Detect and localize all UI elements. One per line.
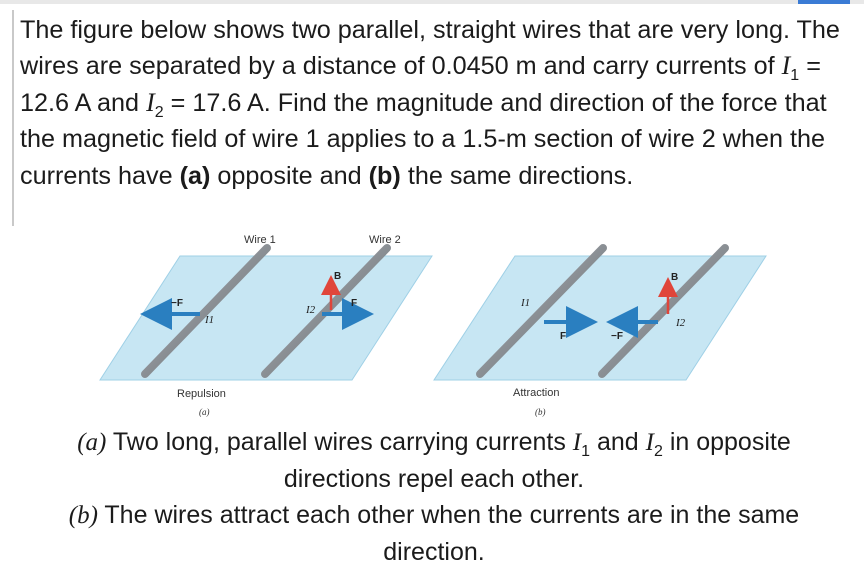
caption-a-label: (a) (77, 429, 107, 456)
current-i1-value: = 12.6 A and (20, 52, 821, 117)
panel-b-neg-force-label: −F (611, 331, 623, 342)
panel-b: F −F B I1 I2 Attraction (b) (433, 244, 767, 417)
panel-a-plane (99, 255, 433, 381)
panel-b-current2-label: I2 (675, 317, 686, 329)
problem-intro: The figure below shows two parallel, str… (20, 16, 840, 81)
top-rule (0, 0, 864, 4)
panel-a-current1-label: I1 (204, 314, 214, 326)
caption-line1: Two long, parallel wires carrying curren… (106, 428, 573, 456)
problem-text: The figure below shows two parallel, str… (20, 12, 850, 194)
panel-b-wire1 (476, 244, 607, 378)
current-i1-subscript: 1 (790, 67, 800, 85)
part-a-text: opposite and (210, 161, 369, 190)
part-b-label: (b) (368, 161, 401, 190)
panel-b-plane (433, 255, 767, 381)
part-b-text: the same directions. (400, 161, 634, 190)
caption-i1-subscript: 1 (581, 443, 591, 460)
current-i2-value: = 17.6 A. Find the magnitude and directi… (20, 88, 827, 190)
panel-a-tag: (a) (199, 407, 210, 417)
part-a-label: (a) (179, 161, 211, 190)
panel-a: −F F B I1 I2 Repulsion (a) (99, 244, 433, 417)
panel-b-current1-label: I1 (520, 297, 530, 309)
panel-a-field-label: B (334, 271, 341, 282)
wire1-label: Wire 1 (244, 234, 276, 246)
panel-a-wire1 (141, 244, 271, 378)
figure-caption: (a) Two long, parallel wires carrying cu… (30, 424, 838, 570)
caption-i1-symbol: I (572, 429, 582, 456)
caption-line1-end: in opposite directions repel each other. (283, 428, 791, 493)
panel-b-field-label: B (671, 272, 678, 283)
caption-b-label: (b) (68, 502, 98, 529)
panel-a-name: Repulsion (177, 388, 226, 400)
caption-i2-symbol: I (645, 429, 654, 456)
panel-a-force-right-label: F (351, 298, 357, 309)
panel-a-force-left-label: −F (171, 298, 183, 309)
caption-and: and (590, 428, 646, 456)
current-i1-symbol: I (781, 51, 791, 81)
top-tab-indicator (798, 0, 850, 4)
parallel-wires-figure: Wire 1 Wire 2 −F F B I1 I2 Repulsion (a)… (99, 234, 767, 417)
panel-a-wire2 (261, 244, 391, 378)
caption-line2: The wires attract each other when the cu… (97, 501, 800, 566)
panel-b-wire2 (598, 244, 729, 378)
left-border (12, 10, 14, 226)
panel-b-name: Attraction (513, 387, 559, 399)
wire2-label: Wire 2 (369, 234, 401, 246)
caption-i2-subscript: 2 (653, 443, 663, 460)
panel-b-force-label: F (560, 331, 566, 342)
panel-a-current2-label: I2 (305, 304, 316, 316)
current-i2-subscript: 2 (154, 103, 164, 121)
panel-b-tag: (b) (535, 407, 546, 417)
current-i2-symbol: I (146, 87, 155, 117)
